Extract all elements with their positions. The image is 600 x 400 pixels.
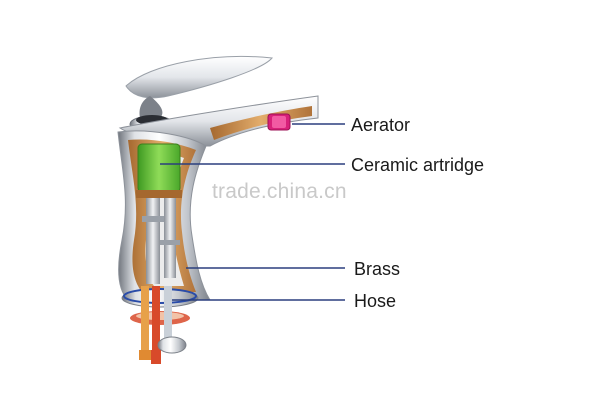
- leader-lines: [160, 123, 345, 301]
- aerator-part: [267, 113, 291, 131]
- label-aerator: Aerator: [351, 115, 411, 135]
- hoses: [139, 286, 187, 364]
- label-hose: Hose: [354, 291, 397, 311]
- label-ceramic-cartridge: Ceramic artridge: [351, 155, 485, 175]
- label-brass: Brass: [354, 259, 401, 279]
- ceramic-cartridge: [136, 143, 182, 198]
- internal-stems: [142, 198, 180, 284]
- watermark-text: trade.china.cn: [212, 180, 347, 203]
